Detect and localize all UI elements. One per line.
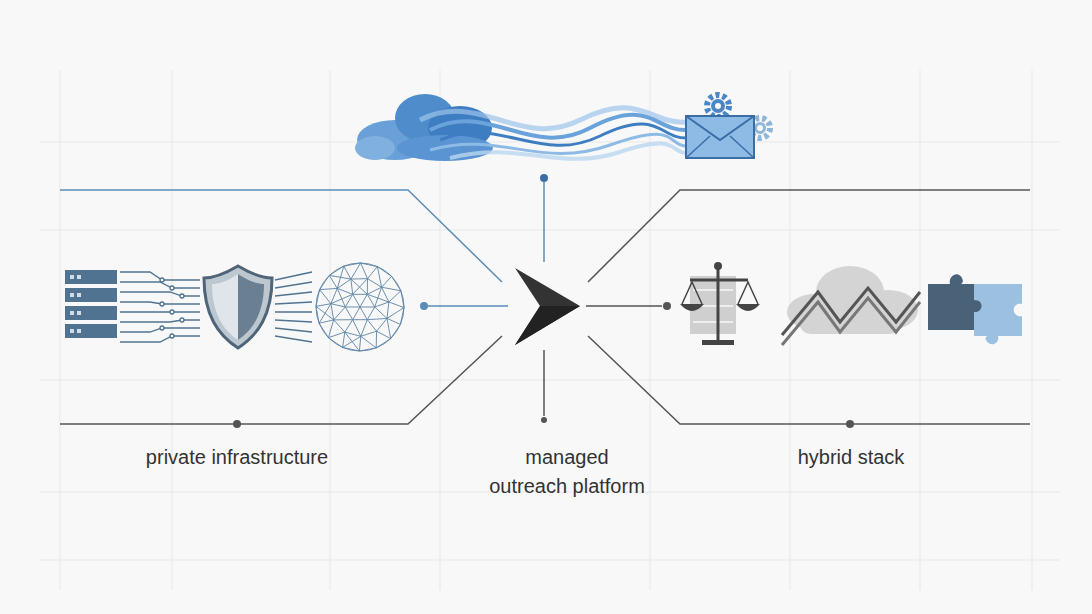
envelope-icon [686, 116, 754, 158]
section-label: private infrastructure [107, 443, 367, 472]
connector-lines [60, 182, 1030, 424]
puzzle-icon [928, 274, 1022, 344]
data-waves [420, 108, 688, 159]
section-label: hybrid stack [751, 443, 951, 472]
background-grid [40, 70, 1060, 590]
chevron-icon [515, 268, 580, 345]
shield-icon [204, 266, 272, 348]
section-label: managed outreach platform [487, 443, 648, 501]
cloud-icon [355, 94, 493, 161]
server-rack-icon [65, 270, 117, 338]
junction-dots [233, 174, 854, 428]
hybrid-cloud-icon [782, 266, 920, 345]
balance-scale-icon [680, 262, 760, 345]
network-mesh-icon [316, 263, 404, 351]
